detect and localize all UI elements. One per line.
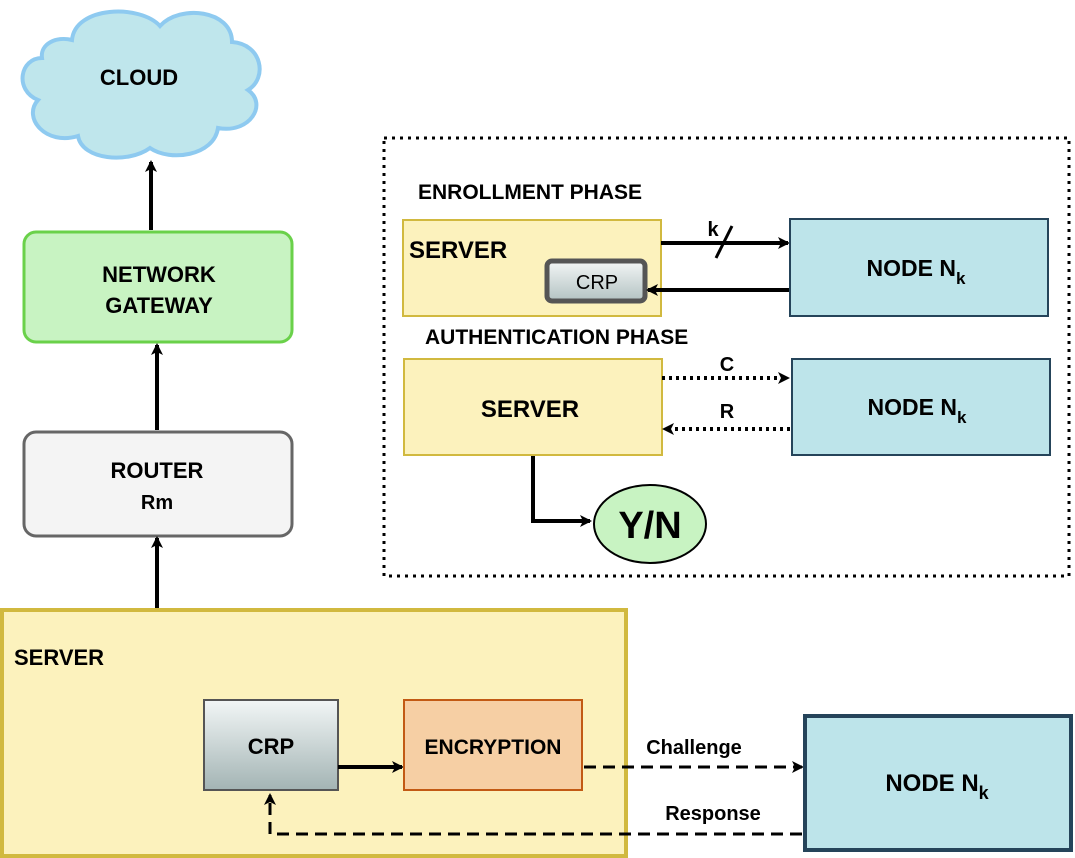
authentication-node-box	[791, 358, 1051, 456]
authentication-server-box	[403, 358, 663, 456]
main-crp-label: CRP	[248, 734, 294, 759]
cloud-label: CLOUD	[100, 65, 178, 90]
enrollment-node-label: NODE Nk	[867, 255, 966, 288]
enrollment-crp-box	[544, 258, 648, 304]
network-gateway: NETWORK GATEWAY	[22, 230, 294, 344]
router: ROUTER Rm	[22, 430, 294, 538]
enrollment-server: SERVER CRP	[402, 219, 662, 317]
router-label-line1: ROUTER	[111, 458, 204, 483]
router-label-line2: Rm	[141, 492, 173, 514]
enrollment-bus-label: k	[707, 219, 719, 241]
response-dashed-arrow	[264, 793, 802, 836]
main-crp-box	[203, 699, 339, 791]
enrollment-title: ENROLLMENT PHASE	[418, 181, 642, 204]
cloud-shape	[20, 9, 262, 160]
challenge-label: Challenge	[646, 737, 742, 759]
main-server: SERVER CRP ENCRYPTION	[0, 608, 628, 858]
enrollment-node: NODE Nk	[789, 218, 1049, 317]
auth-result-ellipse	[593, 484, 707, 564]
enrollment-crp-label[interactable]: CRP	[576, 272, 618, 294]
enrollment-server-label: SERVER	[409, 237, 507, 264]
gateway-box	[22, 230, 294, 344]
main-server-label: SERVER	[14, 645, 104, 670]
enrollment-bus-slash	[714, 225, 734, 259]
authentication-node-label: NODE Nk	[868, 394, 967, 427]
auth-result-arrow	[531, 456, 592, 527]
auth-challenge-label: C	[720, 354, 734, 376]
response-label: Response	[665, 803, 761, 825]
encryption-box	[403, 699, 583, 791]
encryption-label: ENCRYPTION	[425, 736, 562, 759]
gateway-label-line1: NETWORK	[102, 262, 216, 287]
main-node-label: NODE Nk	[885, 770, 989, 803]
authentication-server: SERVER	[403, 358, 663, 456]
cloud-node: CLOUD	[20, 9, 262, 160]
authentication-server-label: SERVER	[481, 396, 579, 423]
authentication-title: AUTHENTICATION PHASE	[425, 326, 688, 349]
auth-result: Y/N	[593, 484, 707, 564]
protocol-panel	[382, 136, 1071, 578]
auth-response-label: R	[720, 401, 735, 423]
gateway-label-line2: GATEWAY	[105, 293, 213, 318]
main-node: NODE Nk	[803, 714, 1073, 852]
auth-result-label: Y/N	[618, 505, 681, 547]
main-node-box	[803, 714, 1073, 852]
router-box	[22, 430, 294, 538]
enrollment-node-box	[789, 218, 1049, 317]
authentication-node: NODE Nk	[791, 358, 1051, 456]
